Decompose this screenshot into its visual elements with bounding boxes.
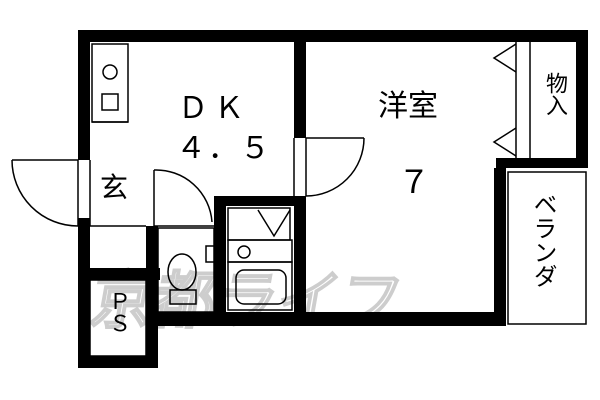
bathtub: [227, 239, 293, 311]
dk-room-name: ＤＫ: [178, 91, 250, 126]
balcony-label: ベランダ: [529, 192, 557, 288]
western-room-size: ７: [398, 163, 431, 201]
entrance-door: [11, 159, 91, 227]
entrance-label: 玄: [100, 171, 129, 204]
storage-doors: [492, 42, 531, 158]
balcony: [497, 171, 587, 325]
storage-label: 物入: [542, 72, 567, 116]
western-room-name: 洋室: [378, 89, 438, 124]
walls: [78, 30, 588, 368]
toilet: [157, 227, 217, 313]
dk-room-size: ４．５: [176, 131, 272, 166]
ps-label: ＰＳ: [105, 290, 130, 334]
dk-door: [153, 169, 214, 227]
room-door: [293, 137, 365, 197]
entrance-frame: [89, 225, 147, 357]
kitchen-counter: [91, 43, 129, 123]
wash-basin: [227, 207, 291, 241]
